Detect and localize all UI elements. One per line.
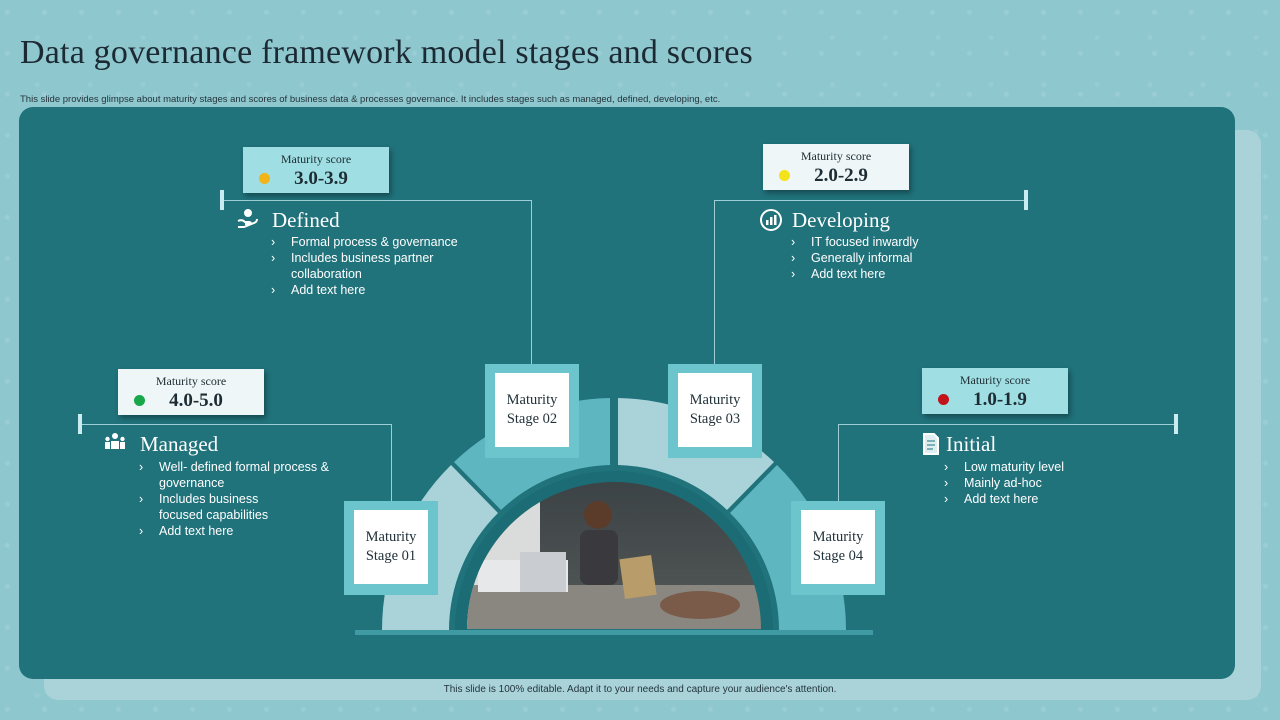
initial-bullet-list: Low maturity level Mainly ad-hoc Add tex…: [944, 459, 1144, 507]
list-item: Formal process & governance: [271, 234, 481, 250]
initial-score-value: 1.0-1.9: [973, 389, 1027, 410]
list-item: Low maturity level: [944, 459, 1144, 475]
list-item: Add text here: [944, 491, 1144, 507]
list-item: Well- defined formal process & governanc…: [139, 459, 339, 491]
managed-endcap: [78, 414, 82, 434]
list-item: Add text here: [791, 266, 991, 282]
defined-title: Defined: [272, 208, 340, 232]
slide-subtitle: This slide provides glimpse about maturi…: [20, 94, 721, 105]
list-item: Mainly ad-hoc: [944, 475, 1144, 491]
defined-score-value: 3.0-3.9: [294, 168, 348, 189]
developing-score-box: Maturity score 2.0-2.9: [763, 144, 909, 190]
defined-score-box: Maturity score 3.0-3.9: [243, 147, 389, 193]
maturity-stage-01-card: Maturity Stage 01: [344, 501, 438, 595]
score-label: Maturity score: [280, 152, 352, 166]
developing-score-dot: [779, 170, 790, 181]
list-item: IT focused inwardly: [791, 234, 991, 250]
defined-bullet-list: Formal process & governance Includes bus…: [271, 234, 481, 298]
list-item: Includes business focused capabilities: [139, 491, 289, 523]
managed-connector-v: [391, 424, 392, 502]
maturity-stage-03-card: Maturity Stage 03: [668, 364, 762, 458]
maturity-stage-04-label: Maturity Stage 04: [801, 510, 875, 584]
developing-bullet-list: IT focused inwardly Generally informal A…: [791, 234, 991, 282]
team-icon: [103, 431, 127, 455]
defined-connector-h: [222, 200, 532, 201]
hand-care-icon: [236, 207, 260, 231]
initial-score-dot: [938, 394, 949, 405]
defined-endcap: [220, 190, 224, 210]
list-item: Add text here: [139, 523, 339, 539]
maturity-stage-02-card: Maturity Stage 02: [485, 364, 579, 458]
document-icon: [919, 432, 943, 456]
list-item: Generally informal: [791, 250, 991, 266]
developing-title: Developing: [792, 208, 890, 232]
developing-connector-h: [714, 200, 1026, 201]
maturity-stage-01-label: Maturity Stage 01: [354, 510, 428, 584]
initial-connector-v: [838, 424, 839, 502]
managed-title: Managed: [140, 432, 219, 456]
defined-score-dot: [259, 173, 270, 184]
developing-connector-v: [714, 200, 715, 365]
slide-footer: This slide is 100% editable. Adapt it to…: [443, 684, 837, 695]
managed-score-box: Maturity score 4.0-5.0: [118, 369, 264, 415]
defined-connector-v: [531, 200, 532, 365]
initial-title: Initial: [946, 432, 997, 456]
managed-bullet-list: Well- defined formal process & governanc…: [139, 459, 339, 539]
initial-endcap: [1174, 414, 1178, 434]
score-label: Maturity score: [959, 373, 1031, 387]
maturity-stage-04-card: Maturity Stage 04: [791, 501, 885, 595]
score-label: Maturity score: [800, 149, 872, 163]
maturity-stage-03-label: Maturity Stage 03: [678, 373, 752, 447]
managed-connector-h: [80, 424, 392, 425]
managed-score-dot: [134, 395, 145, 406]
list-item: Add text here: [271, 282, 481, 298]
initial-connector-h: [838, 424, 1176, 425]
growth-badge-icon: [759, 208, 783, 232]
score-label: Maturity score: [155, 374, 227, 388]
slide-title: Data governance framework model stages a…: [20, 34, 753, 71]
initial-score-box: Maturity score 1.0-1.9: [922, 368, 1068, 414]
list-item: Includes business partner collaboration: [271, 250, 441, 282]
developing-endcap: [1024, 190, 1028, 210]
managed-score-value: 4.0-5.0: [169, 390, 223, 411]
developing-score-value: 2.0-2.9: [814, 165, 868, 186]
maturity-stage-02-label: Maturity Stage 02: [495, 373, 569, 447]
